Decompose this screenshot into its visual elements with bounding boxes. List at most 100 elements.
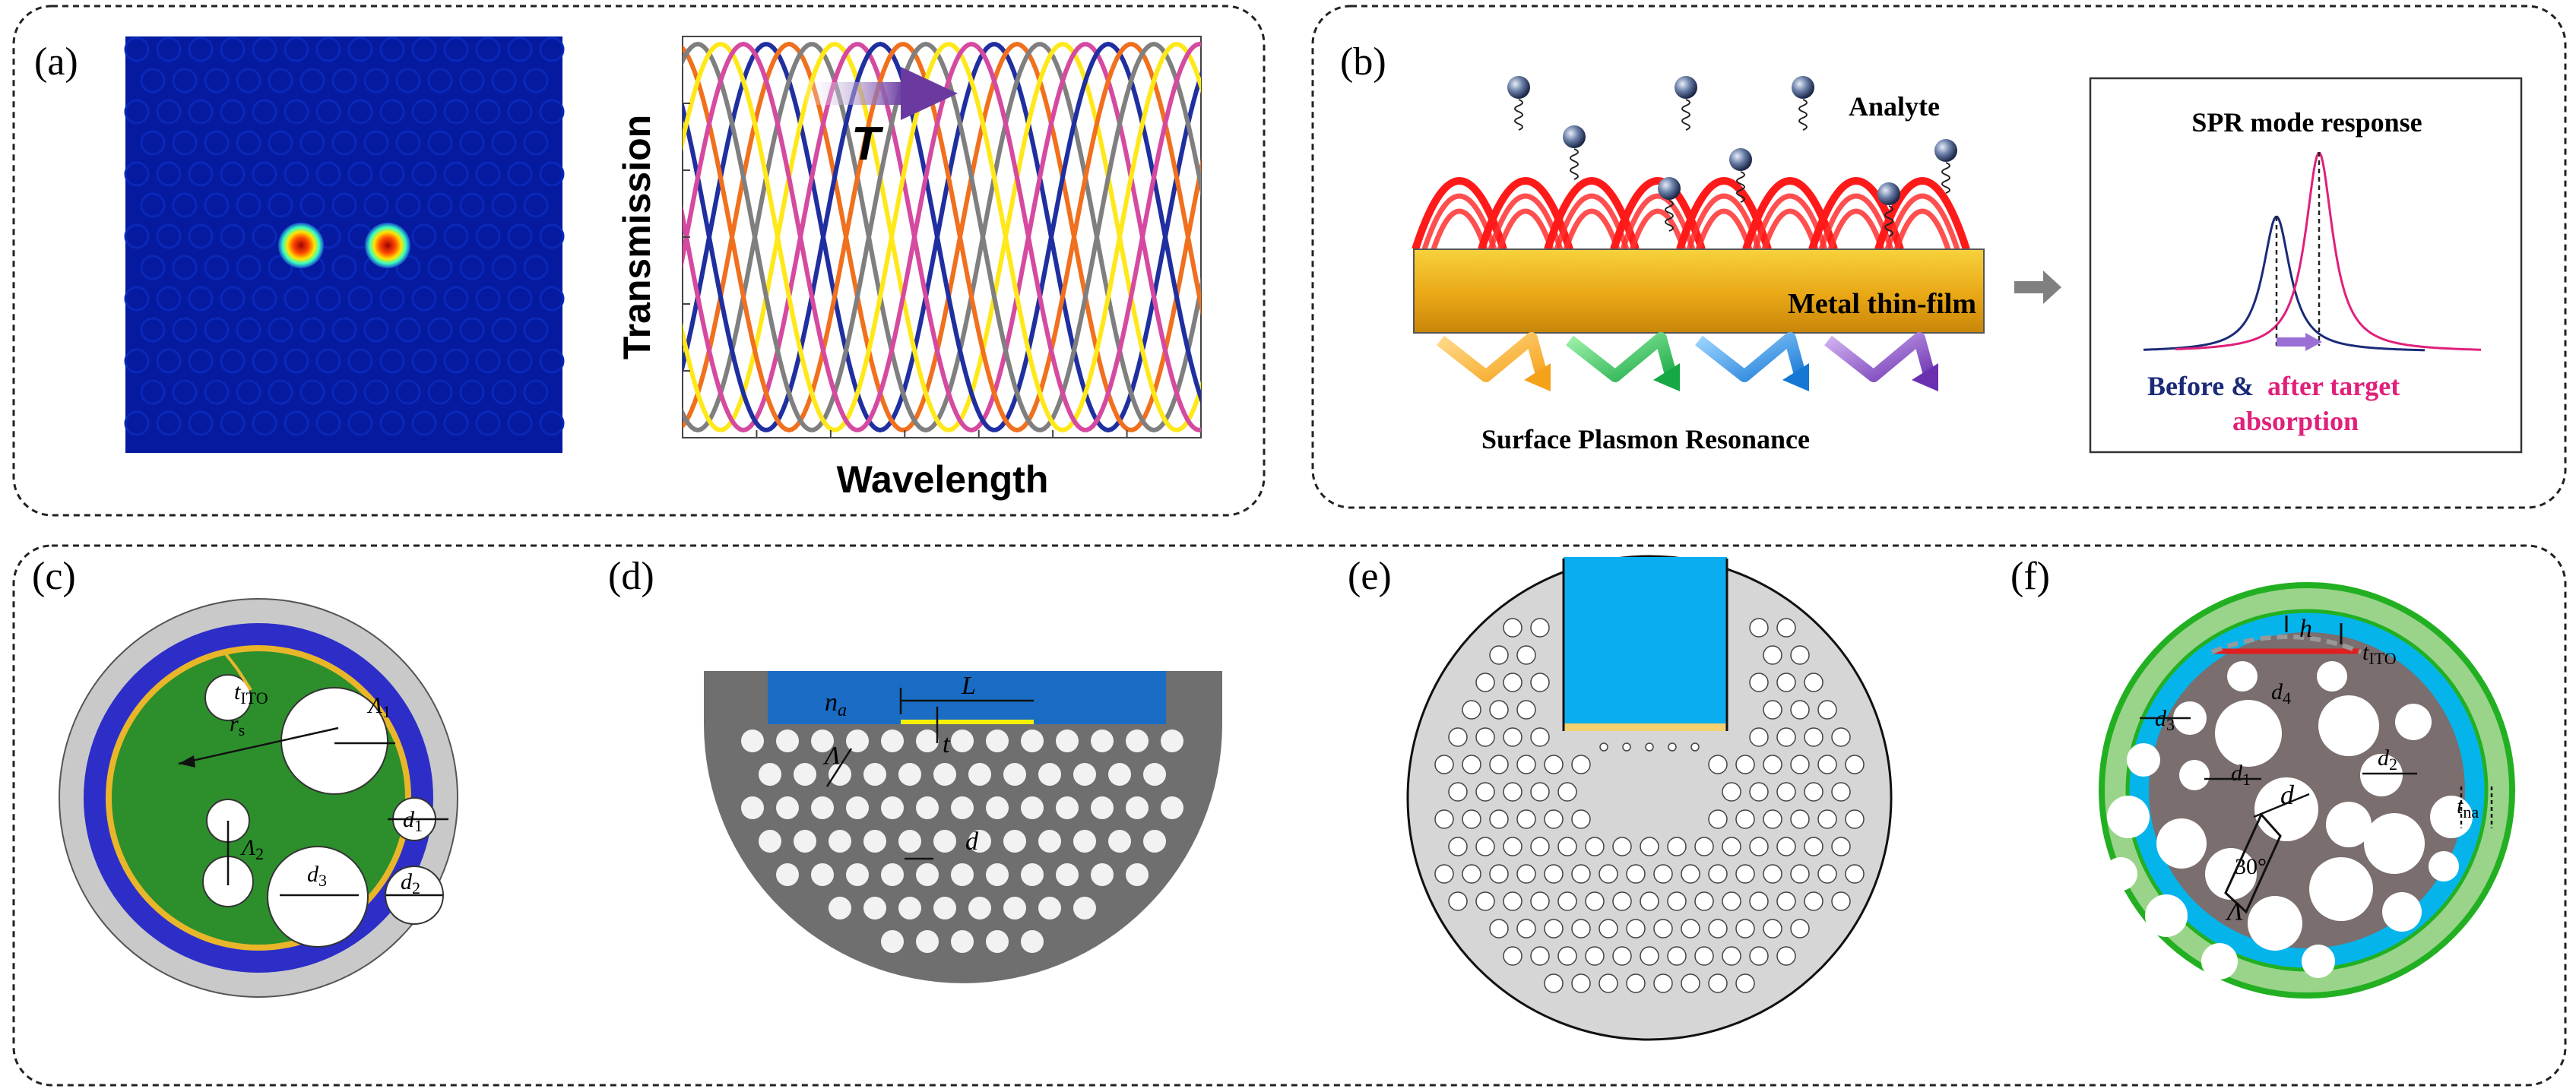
e-air-hole: [1722, 946, 1741, 966]
d-air-hole: [951, 730, 974, 752]
e-air-hole: [1776, 837, 1796, 856]
d-air-hole: [1126, 796, 1149, 819]
plasmon-arch: [1563, 208, 1621, 251]
e-air-hole: [1557, 782, 1577, 802]
e-air-hole: [1763, 864, 1782, 884]
field-air-hole: [172, 192, 198, 218]
field-air-hole: [220, 223, 246, 249]
field-air-hole: [331, 317, 357, 343]
plasmon-arch: [1884, 193, 1960, 251]
shift-indicator-body: [2277, 337, 2307, 347]
field-air-hole: [523, 68, 549, 93]
field-air-hole: [188, 286, 214, 312]
field-air-hole: [188, 99, 214, 125]
f-tito-label: tITO: [2362, 640, 2397, 668]
field-air-hole: [443, 36, 469, 62]
e-air-hole: [1557, 837, 1577, 856]
e-air-hole: [1503, 891, 1522, 911]
panel-f-dimensions: h tITO d4 d3 d1 d2 d tna 30° Λ: [2140, 615, 2493, 926]
metal-film-label: Metal thin-film: [1788, 288, 1976, 320]
analyte-ball: [1877, 182, 1900, 205]
analyte-linker: [1798, 99, 1808, 131]
plasmon-arch: [1620, 193, 1696, 251]
field-air-hole: [156, 410, 182, 436]
field-air-hole: [427, 317, 453, 343]
e-air-hole: [1790, 864, 1810, 884]
c-lambda2-label: Λ2: [239, 835, 264, 863]
e-air-hole: [1503, 946, 1522, 966]
field-air-hole: [204, 130, 230, 156]
field-air-hole: [284, 410, 309, 436]
field-air-hole: [475, 223, 501, 249]
e-air-hole: [1434, 809, 1454, 829]
e-air-hole: [1763, 645, 1782, 665]
transmission-curve: [683, 41, 1201, 432]
light-arrowhead-blue: [1782, 363, 1809, 391]
d-air-hole: [1056, 730, 1079, 752]
d-air-hole: [916, 730, 939, 752]
d-air-hole: [898, 763, 921, 786]
c-d3-label: d3: [307, 862, 327, 890]
e-air-hole: [1475, 837, 1495, 856]
field-air-hole: [284, 348, 309, 374]
f-air-hole: [2364, 813, 2425, 874]
d-air-hole: [829, 897, 851, 919]
shift-arrow-head: [901, 67, 958, 120]
d-air-hole: [1091, 863, 1114, 886]
c-tito-label: tITO: [234, 679, 268, 707]
e-air-hole: [1557, 891, 1577, 911]
light-arrow-blue: [1695, 332, 1808, 382]
e-air-hole: [1776, 618, 1796, 638]
transmission-curve: [683, 41, 1201, 432]
e-air-hole: [1475, 782, 1495, 802]
transmission-curve: [683, 41, 1201, 432]
f-arc: [2210, 635, 2362, 654]
metal-thin-film: [1413, 248, 1985, 334]
analyte-linker: [1665, 200, 1674, 232]
field-air-hole: [523, 192, 549, 218]
e-air-hole: [1722, 837, 1741, 856]
d-air-hole: [1021, 930, 1044, 953]
d-air-hole: [741, 730, 764, 752]
d-air-hole: [898, 830, 921, 853]
analyte-ball: [1934, 139, 1957, 162]
field-air-hole: [363, 379, 389, 405]
e-air-hole: [1804, 673, 1823, 692]
field-air-hole: [443, 223, 469, 249]
d-air-hole: [951, 930, 974, 953]
e-air-hole: [1585, 891, 1605, 911]
e-air-hole: [1489, 645, 1509, 665]
d-air-hole: [951, 796, 974, 819]
f-air-hole: [2107, 796, 2150, 838]
e-air-hole: [1599, 864, 1618, 884]
d-air-hole: [776, 863, 799, 886]
x-axis-label: Wavelength: [837, 458, 1049, 501]
field-air-hole: [443, 348, 469, 374]
f-air-hole: [2318, 695, 2379, 756]
panel-d-label: (d): [608, 555, 654, 598]
e-air-hole: [1489, 755, 1509, 774]
field-air-hole: [491, 317, 517, 343]
d-air-hole: [1108, 830, 1131, 853]
panel-d: (d) na L t Λ d: [608, 555, 1222, 983]
e-air-hole: [1448, 837, 1468, 856]
f-air-hole: [2205, 848, 2257, 900]
field-air-hole: [539, 161, 565, 187]
field-air-hole: [443, 410, 469, 436]
e-air-hole: [1681, 864, 1700, 884]
f-h-label: h: [2299, 615, 2312, 643]
d-analyte-channel: [768, 671, 1166, 724]
e-air-hole: [1694, 946, 1714, 966]
e-air-hole: [1790, 755, 1810, 774]
field-air-hole: [252, 348, 277, 374]
panel-e-label: (e): [1348, 555, 1392, 598]
e-air-hole: [1516, 809, 1536, 829]
panel-c-dimensions: tITO rs Λ1 Λ2 d1 d3 d2: [178, 650, 448, 897]
field-air-hole: [299, 192, 325, 218]
field-air-hole: [236, 379, 261, 405]
field-air-hole: [459, 192, 485, 218]
field-air-hole: [539, 348, 565, 374]
field-air-hole: [427, 192, 453, 218]
panel-c: (c) tITO rs Λ1 Λ2 d1 d3 d2: [32, 555, 458, 998]
e-air-hole: [1653, 864, 1673, 884]
